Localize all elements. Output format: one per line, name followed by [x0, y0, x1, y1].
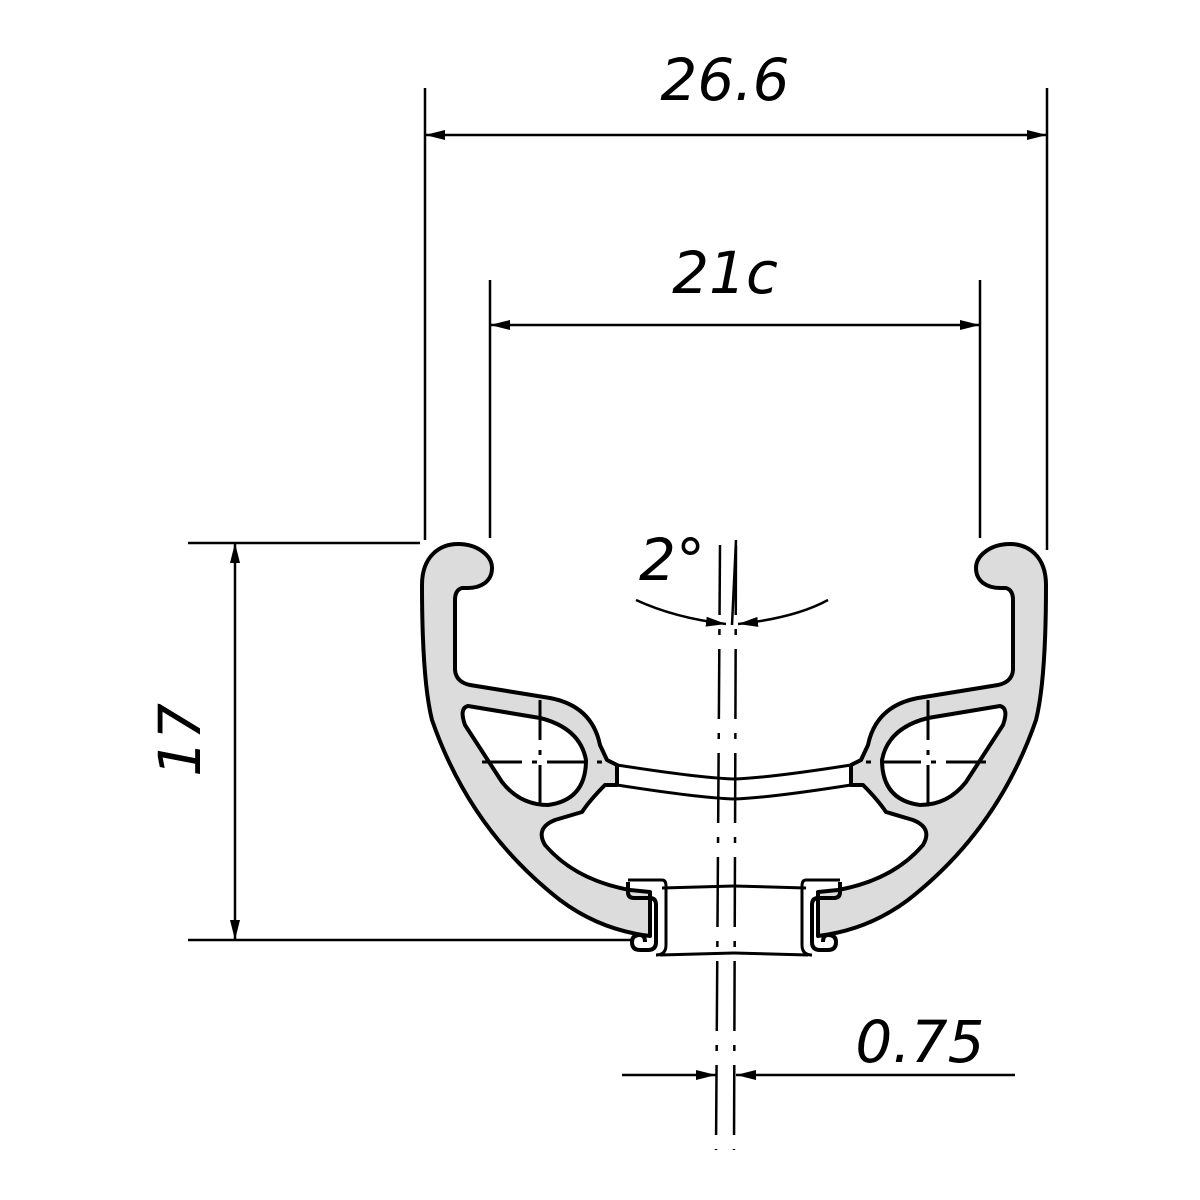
height-label: 17: [146, 703, 214, 777]
dimension-inner-width: 21c: [488, 239, 982, 538]
rim-profile-left: [420, 542, 736, 957]
inner-width-label: 21c: [672, 239, 778, 307]
angle-label: 2°: [639, 526, 705, 594]
dimension-height: 17: [146, 541, 632, 942]
center-lines: [714, 539, 738, 1151]
dimension-wall-offset: 0.75: [622, 1008, 1015, 1080]
rim-profile-right: [732, 542, 1048, 957]
wall-offset-label: 0.75: [855, 1008, 984, 1076]
dimension-outer-width: 26.6: [423, 46, 1049, 550]
dimension-angle: 2°: [635, 526, 829, 627]
outer-width-label: 26.6: [660, 46, 789, 114]
